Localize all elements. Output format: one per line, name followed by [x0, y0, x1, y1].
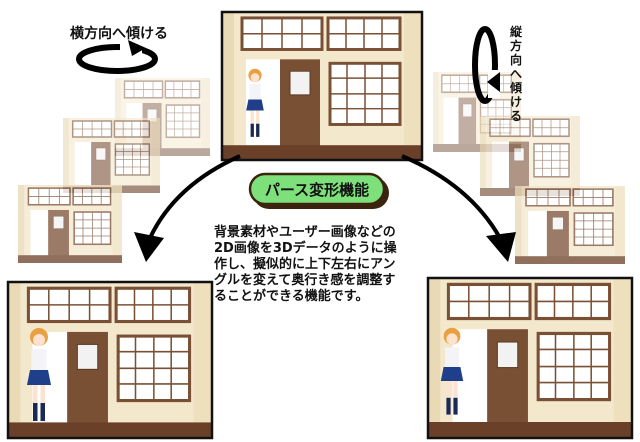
svg-text:縦: 縦 — [510, 24, 523, 39]
center-panel — [220, 10, 424, 162]
vertical-rotate-icon — [472, 26, 500, 104]
ghost-panel-left-2 — [63, 118, 160, 193]
description: 背景素材やユーザー画像などの 2D画像を3Dデータのように操 作し、擬似的に上下… — [214, 224, 397, 304]
svg-text:向: 向 — [510, 52, 522, 67]
svg-text:け: け — [510, 95, 522, 109]
svg-text:ることができる機能です。: ることができる機能です。 — [214, 288, 368, 304]
arrow-left-head — [134, 232, 164, 262]
ghost-panel-right-2 — [480, 116, 580, 196]
right-tilted-panel — [426, 276, 634, 440]
svg-text:方: 方 — [510, 38, 522, 53]
horizontal-rotate-icon — [76, 40, 158, 74]
svg-text:傾: 傾 — [509, 80, 523, 95]
ghost-panel-right-3 — [515, 186, 625, 264]
arrow-right — [401, 154, 502, 239]
title-badge: パース変形機能 — [248, 172, 389, 209]
svg-text:へ: へ — [510, 67, 522, 81]
arrow-right-head — [486, 232, 516, 262]
svg-text:る: る — [510, 109, 522, 123]
svg-text:グルを変えて奥行き感を調整す: グルを変えて奥行き感を調整す — [214, 272, 395, 288]
vertical-tilt-label: 縦 方 向 へ 傾 け る — [509, 24, 523, 123]
svg-text:背景素材やユーザー画像などの: 背景素材やユーザー画像などの — [214, 224, 396, 240]
title: パース変形機能 — [265, 181, 369, 199]
svg-text:作し、擬似的に上下左右にアン: 作し、擬似的に上下左右にアン — [214, 256, 395, 272]
ghost-panel-left-3 — [18, 185, 122, 263]
svg-text:2D画像を3Dデータのように操: 2D画像を3Dデータのように操 — [214, 240, 397, 256]
arrow-left — [148, 154, 241, 239]
left-tilted-panel — [6, 280, 214, 440]
horizontal-tilt-label: 横方向へ傾ける — [70, 25, 168, 42]
